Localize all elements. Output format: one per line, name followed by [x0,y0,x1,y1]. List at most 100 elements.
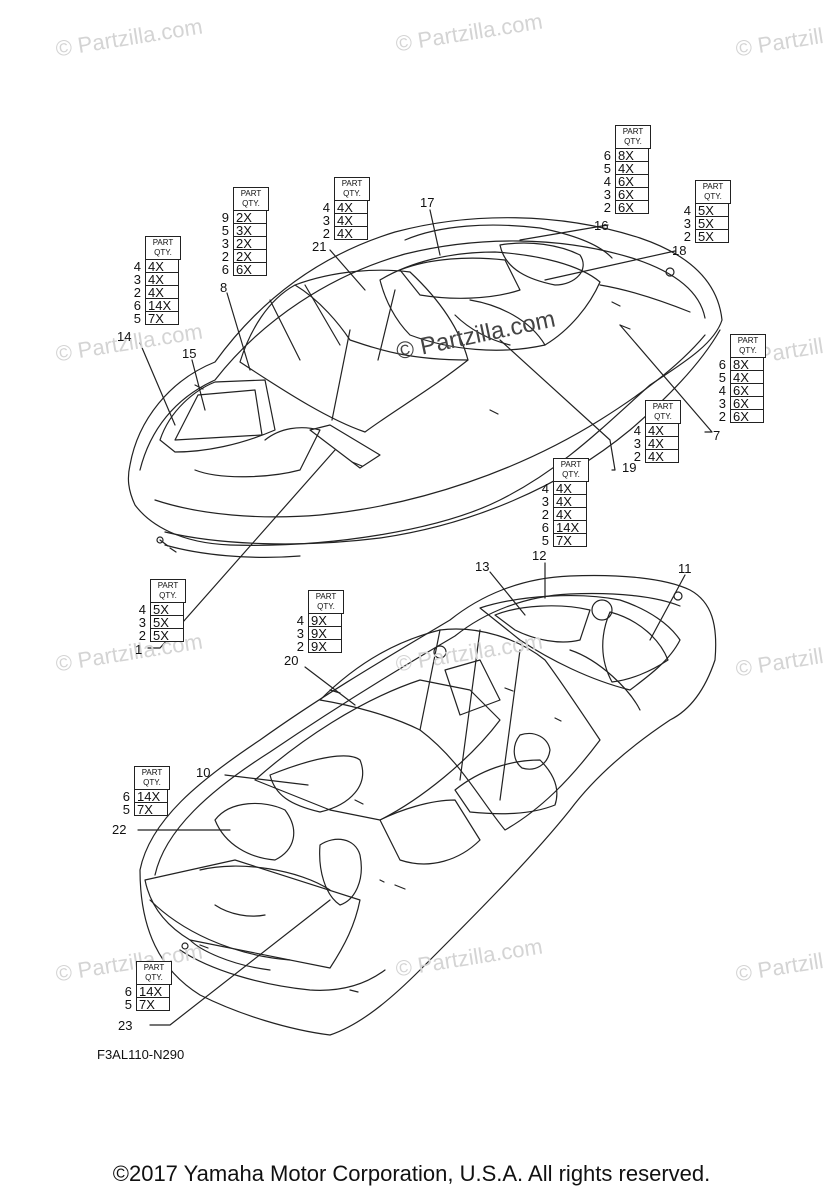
quantity-value: 6X [233,263,267,276]
qty-table-row: 2 9X [290,639,342,654]
part-number: 2 [296,639,304,654]
callout-22: 22 [112,822,127,837]
quantity-value: 7X [136,998,170,1011]
copyright-notice: ©2017 Yamaha Motor Corporation, U.S.A. A… [112,1161,711,1186]
callout-12: 12 [532,548,547,563]
figure-code: F3AL110-N290 [97,1047,185,1062]
quantity-value: 4X [645,450,679,463]
quantity-value: 4X [553,495,587,508]
part-number: 5 [124,997,132,1012]
part-number: 6 [541,520,549,535]
quantity-value: 9X [308,627,342,640]
part-number: 3 [718,396,726,411]
quantity-value: 2X [233,237,267,250]
quantity-value: 4X [645,437,679,450]
part-header-label: PART [240,189,262,198]
part-number: 6 [221,262,229,277]
quantity-value: 8X [730,358,764,371]
qty-table-row: 2 4X [127,285,179,300]
quantity-value: 4X [645,424,679,437]
quantity-value: 14X [134,790,168,803]
qty-header-label: QTY. [624,137,642,146]
quantity-value: 5X [150,616,184,629]
part-number: 5 [133,311,141,326]
quantity-value: 2X [233,211,267,224]
part-header-label: PART [622,127,644,136]
callout-21: 21 [312,239,327,254]
part-number: 3 [133,272,141,287]
quantity-value: 4X [145,286,179,299]
part-header-label: PART [652,402,674,411]
part-number: 6 [133,298,141,313]
leader-lines [137,209,713,1026]
quantity-value: 6X [730,410,764,423]
part-number: 5 [541,533,549,548]
part-number: 2 [221,249,229,264]
quantity-value: 14X [553,521,587,534]
part-number: 4 [296,613,304,628]
callout-11: 11 [678,561,692,576]
part-number: 4 [133,259,141,274]
part-number: 4 [603,174,611,189]
callout-16: 16 [594,218,609,233]
part-number: 4 [633,423,641,438]
part-header-label: PART [737,336,759,345]
quantity-value: 4X [334,214,368,227]
part-number: 5 [122,802,130,817]
quantity-value: 9X [308,640,342,653]
quantity-value: 4X [553,482,587,495]
quantity-value: 6X [615,188,649,201]
qty-header-label: QTY. [739,346,757,355]
part-number: 4 [683,203,691,218]
part-number: 4 [138,602,146,617]
part-number: 4 [718,383,726,398]
callout-23: 23 [118,1018,133,1033]
part-header-label: PART [152,238,174,247]
part-number: 2 [133,285,141,300]
lower-boat-drawing [139,574,717,1036]
part-number: 3 [541,494,549,509]
callout-10: 10 [196,765,211,780]
quantity-value: 14X [136,985,170,998]
part-number: 2 [138,628,146,643]
quantity-value: 8X [615,149,649,162]
quantity-value: 4X [334,227,368,240]
part-header-label: PART [341,179,363,188]
part-header-label: PART [315,592,337,601]
part-header-label: PART [143,963,165,972]
